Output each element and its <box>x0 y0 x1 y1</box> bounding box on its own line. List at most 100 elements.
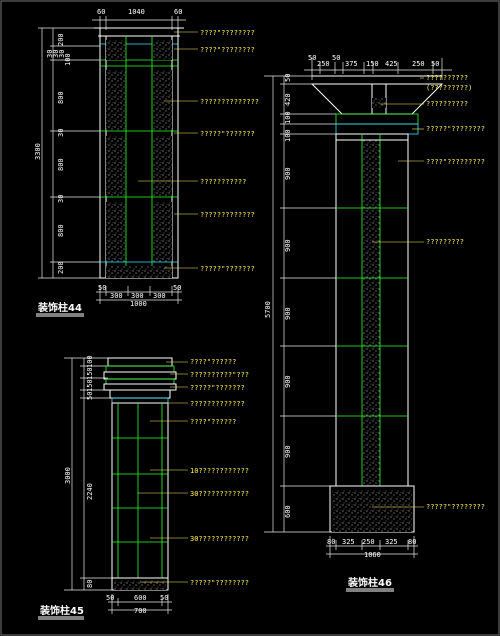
col45-callout-9: ?????"???????? <box>190 579 249 587</box>
col45-left-dim-4: 50 <box>86 392 94 400</box>
col44-left-dim-3: 30 <box>52 50 60 58</box>
col44-left-dim-6: 800 <box>57 91 65 104</box>
col45-left-dimension: 100 150 150 50 2240 80 3000 <box>64 355 112 591</box>
col44-left-dimension: 200 30 30 30 100 800 30 800 30 800 200 3… <box>34 27 100 279</box>
col45-bottom-dim-1: 50 <box>106 594 114 602</box>
col45-title: 装饰柱45 <box>39 604 84 617</box>
col45-callout-3: ?????"??????? <box>190 384 245 392</box>
col45-elevation <box>103 357 177 591</box>
col46-left-dim-4: 100 <box>284 129 292 142</box>
col46-top-dim-2: 250 <box>317 60 330 68</box>
col46-top-dim-7: 250 <box>412 60 425 68</box>
col45-callout-1: ????"?????? <box>190 358 236 366</box>
col46-total-height: 5700 <box>264 301 272 318</box>
col44-left-dim-9: 30 <box>57 195 65 203</box>
col46-elevation <box>310 75 444 533</box>
col46-top-dimension: 50 250 50 375 150 425 250 50 <box>304 54 452 80</box>
col46-left-dimension: 50 420 100 100 900 900 900 900 900 600 5… <box>264 74 336 533</box>
col46-top-dim-3: 50 <box>332 54 340 62</box>
column-46: 50 250 50 375 150 425 250 50 50 420 10 <box>264 54 485 592</box>
col46-left-dim-9: 900 <box>284 445 292 458</box>
col45-left-dim-2: 150 <box>86 367 94 380</box>
col44-top-dim-2: 1040 <box>128 8 145 16</box>
col44-callout-3: ?????????????? <box>200 98 259 106</box>
col46-bottom-dim-2: 325 <box>342 538 355 546</box>
col45-callout-7: 30???????????? <box>190 490 249 498</box>
col44-left-dim-2: 30 <box>46 50 54 58</box>
col44-bottom-dim-2: 300 <box>110 292 123 300</box>
col44-title: 装饰柱44 <box>37 301 82 314</box>
col44-top-dim-3: 60 <box>174 8 182 16</box>
col46-callouts: ?????????? (?????????) ?????????? ?????"… <box>372 74 485 511</box>
col46-top-dim-1: 50 <box>308 54 316 62</box>
col46-callout-5: ????"????????? <box>426 158 485 166</box>
col45-callout-2: ??????????"??? <box>190 371 249 379</box>
col45-callout-6: 10???????????? <box>190 467 249 475</box>
col46-bottom-dim-3: 250 <box>362 538 375 546</box>
col45-left-dim-6: 80 <box>86 580 94 588</box>
col46-bottom-dim-1: 80 <box>327 538 335 546</box>
col44-total-width: 1000 <box>130 300 147 308</box>
col44-top-dim-1: 60 <box>97 8 105 16</box>
col46-left-dim-5: 900 <box>284 167 292 180</box>
col44-bottom-dim-3: 300 <box>131 292 144 300</box>
col44-left-dim-1: 200 <box>57 33 65 46</box>
col44-left-dim-8: 800 <box>57 158 65 171</box>
col46-top-dim-8: 50 <box>431 60 439 68</box>
col44-callout-1: ????"???????? <box>200 29 255 37</box>
col46-callout-3: ?????????? <box>426 100 468 108</box>
col45-bottom-dim-3: 50 <box>160 594 168 602</box>
col46-top-dim-6: 425 <box>385 60 398 68</box>
col46-bottom-dimension: 80 325 250 325 80 1060 <box>326 536 418 559</box>
col44-callout-2: ????"???????? <box>200 46 255 54</box>
col45-callouts: ????"?????? ??????????"??? ?????"???????… <box>138 358 249 587</box>
col44-left-dim-4: 30 <box>58 50 66 58</box>
col44-callouts: ????"???????? ????"???????? ????????????… <box>138 29 259 273</box>
col44-bottom-dim-4: 300 <box>153 292 166 300</box>
col46-callout-6: ????????? <box>426 238 464 246</box>
col45-total-height: 3000 <box>64 467 72 484</box>
col44-callout-7: ?????"??????? <box>200 265 255 273</box>
col46-left-dim-8: 900 <box>284 375 292 388</box>
column-45: 100 150 150 50 2240 80 3000 <box>38 355 249 620</box>
col46-bottom-dim-5: 80 <box>408 538 416 546</box>
col44-top-dimension: 60 1040 60 <box>92 8 186 30</box>
col45-callout-5: ????"?????? <box>190 418 236 426</box>
col44-bottom-dim-1: 50 <box>98 284 106 292</box>
col44-callout-5: ??????????? <box>200 178 246 186</box>
col45-bottom-dimension: 50 600 50 700 <box>106 594 172 615</box>
col44-left-dim-11: 200 <box>57 261 65 274</box>
col46-title: 装饰柱46 <box>347 576 392 589</box>
col46-left-dim-6: 900 <box>284 239 292 252</box>
col46-total-width: 1060 <box>364 551 381 559</box>
col46-left-dim-10: 600 <box>284 505 292 518</box>
col44-callout-4: ?????"??????? <box>200 130 255 138</box>
col46-callout-1: ?????????? <box>426 74 468 82</box>
col45-bottom-dim-2: 600 <box>134 594 147 602</box>
col45-callout-4: ????????????? <box>190 400 245 408</box>
col46-left-dim-2: 420 <box>284 93 292 106</box>
col45-left-dim-1: 100 <box>86 355 94 368</box>
col44-callout-6: ????????????? <box>200 211 255 219</box>
column-44: 60 1040 60 200 30 30 30 100 800 30 800 3… <box>34 8 259 317</box>
col46-left-dim-3: 100 <box>284 111 292 124</box>
col46-top-dim-5: 150 <box>366 60 379 68</box>
col44-total-height: 3300 <box>34 143 42 160</box>
col46-callout-7: ?????"???????? <box>426 503 485 511</box>
col44-bottom-dim-5: 50 <box>173 284 181 292</box>
col44-left-dim-7: 30 <box>57 129 65 137</box>
col45-left-dim-5: 2240 <box>86 483 94 500</box>
col44-bottom-dimension: 50 300 300 300 50 1000 <box>96 284 182 308</box>
col46-callout-2: (?????????) <box>426 84 472 92</box>
col44-left-dim-10: 800 <box>57 224 65 237</box>
col45-left-dim-3: 150 <box>86 379 94 392</box>
col46-left-dim-7: 900 <box>284 307 292 320</box>
col46-top-dim-4: 375 <box>345 60 358 68</box>
col44-left-dim-5: 100 <box>64 53 72 66</box>
col46-left-dim-1: 50 <box>284 74 292 82</box>
col44-elevation <box>94 27 184 279</box>
col45-callout-8: 30???????????? <box>190 535 249 543</box>
col45-total-width: 700 <box>134 607 147 615</box>
